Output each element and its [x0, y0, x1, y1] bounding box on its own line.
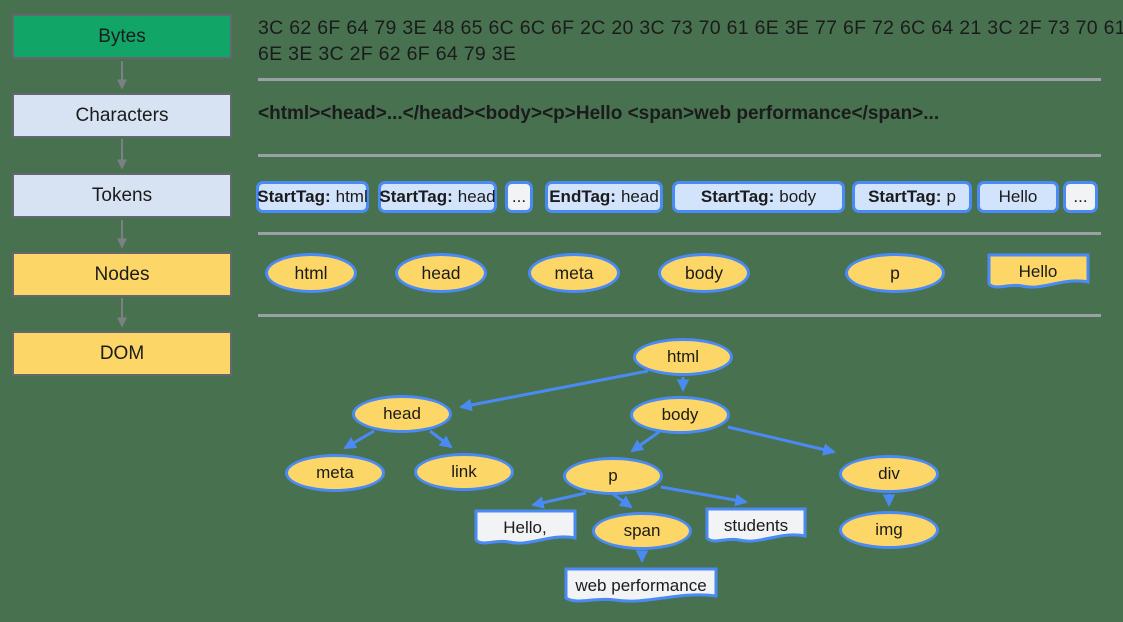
token-text-hello: Hello [977, 181, 1059, 213]
token-value: body [779, 187, 817, 206]
token-type: EndTag: [549, 187, 616, 206]
dom-node-head: head [352, 395, 452, 433]
token-starttag-html: StartTag:html [256, 181, 369, 213]
dom-node-body: body [630, 396, 730, 434]
token-value: p [946, 187, 956, 206]
node-head: head [395, 253, 487, 293]
characters-string: <html><head>...</head><body><p>Hello <sp… [258, 103, 940, 124]
dom-text-node-hello-shape: Hello, [474, 509, 577, 545]
row-divider [258, 154, 1101, 157]
dom-node-div: div [839, 455, 939, 493]
pipeline-step-nodes: Nodes [12, 252, 232, 297]
node-html: html [265, 253, 357, 293]
arrow-p-span [612, 492, 633, 509]
dom-text-node-students-label: students [724, 516, 788, 535]
token-value: head [620, 187, 659, 206]
arrow-p-hello [531, 491, 587, 509]
bytes-hex-line-2: 6E 3E 3C 2F 62 6F 64 79 3E [258, 43, 517, 65]
arrow-body-p [630, 430, 660, 453]
bytes-hex-line-1: 3C 62 6F 64 79 3E 48 65 6C 6C 6F 2C 20 3… [258, 17, 1123, 39]
dom-text-node-webperformance-shape: web performance [564, 567, 718, 603]
dom-node-html: html [633, 338, 733, 376]
node-meta: meta [528, 253, 620, 293]
dom-text-node-hello-label: Hello, [503, 518, 546, 537]
row-divider [258, 232, 1101, 235]
token-type: StartTag: [700, 187, 775, 206]
token-value: ... [511, 187, 527, 206]
pipeline-step-dom: DOM [12, 331, 232, 376]
dom-node-link: link [414, 453, 514, 491]
dom-node-meta: meta [285, 454, 385, 492]
token-ellipsis: ... [1063, 181, 1098, 213]
dom-node-p: p [563, 457, 663, 495]
node-body: body [658, 253, 750, 293]
arrow-p-students [660, 485, 748, 507]
token-type: StartTag: [257, 187, 331, 206]
token-starttag-body: StartTag:body [672, 181, 845, 213]
pipeline-step-characters: Characters [12, 93, 232, 138]
node-text-hello-shape: Hello [987, 253, 1090, 289]
arrow-body-div [727, 425, 836, 456]
dom-text-node-students-shape: students [705, 507, 807, 543]
token-starttag-p: StartTag:p [852, 181, 972, 213]
token-value: Hello [998, 187, 1038, 206]
node-text-hello-label: Hello [1019, 262, 1058, 281]
pipeline-step-tokens: Tokens [12, 173, 232, 218]
node-p: p [845, 253, 945, 293]
row-divider [258, 78, 1101, 81]
token-value: html [335, 187, 368, 206]
arrow-html-head [459, 369, 649, 412]
token-value: head [457, 187, 496, 206]
token-ellipsis: ... [505, 181, 533, 213]
token-endtag-head: EndTag:head [545, 181, 663, 213]
arrow-head-meta [343, 429, 375, 450]
dom-node-span: span [592, 512, 692, 550]
token-type: StartTag: [868, 187, 942, 206]
pipeline-step-bytes: Bytes [12, 14, 232, 59]
dom-node-img: img [839, 511, 939, 549]
dom-text-node-webperformance-label: web performance [574, 576, 706, 595]
arrow-head-link [429, 429, 453, 449]
row-divider [258, 314, 1101, 317]
token-value: ... [1073, 187, 1088, 206]
token-starttag-head: StartTag:head [378, 181, 497, 213]
token-type: StartTag: [379, 187, 453, 206]
